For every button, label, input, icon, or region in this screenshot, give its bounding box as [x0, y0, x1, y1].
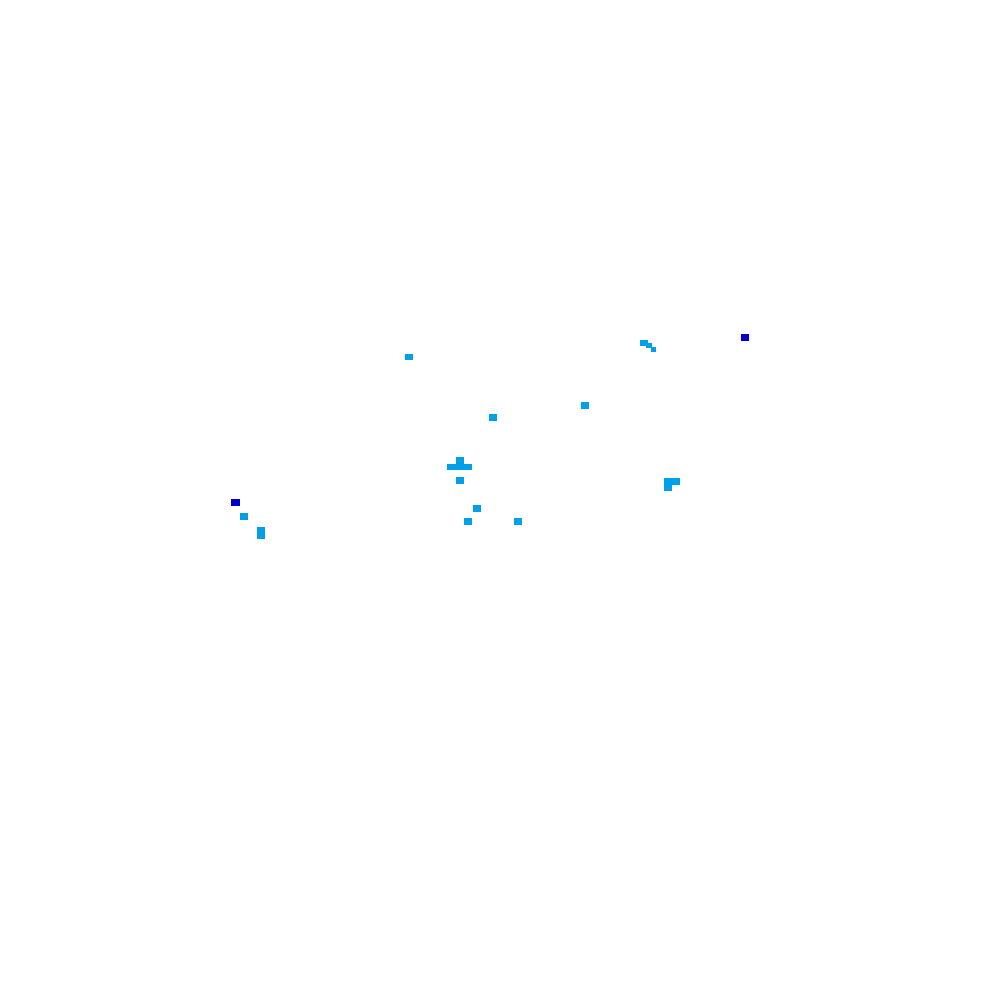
map-features-layer: [231, 334, 749, 539]
map-feature-cell: [240, 513, 248, 520]
map-feature-light: [489, 414, 497, 421]
map-feature-light: [514, 518, 522, 525]
map-feature-cell: [514, 518, 522, 525]
map-feature-cell: [741, 334, 749, 341]
map-feature-cell: [640, 340, 648, 346]
map-feature-dark: [741, 334, 749, 341]
map-feature-light: [456, 477, 464, 484]
map-feature-cell: [447, 464, 472, 470]
map-feature-cell: [646, 343, 652, 348]
map-feature-light: [581, 402, 589, 409]
map-feature-light: [473, 505, 481, 512]
map-feature-cell: [456, 457, 464, 464]
map-feature-dark: [231, 499, 240, 506]
map-feature-light: [257, 533, 265, 539]
map-feature-cell: [489, 414, 497, 421]
map-feature-cell: [664, 484, 672, 491]
map-feature-cell: [464, 518, 472, 525]
map-feature-cell: [473, 505, 481, 512]
map-feature-light: [464, 518, 472, 525]
map-feature-light: [640, 340, 656, 352]
map-feature-cell: [581, 402, 589, 409]
map-feature-cell: [664, 478, 680, 485]
map-feature-light: [447, 457, 472, 470]
map-feature-light: [240, 513, 248, 520]
map-feature-cell: [456, 477, 464, 484]
map-feature-cell: [651, 347, 656, 352]
map-feature-cell: [231, 499, 240, 506]
map-feature-light: [664, 478, 680, 491]
map-feature-cell: [257, 533, 265, 539]
map-feature-light: [257, 527, 265, 534]
map-feature-light: [405, 354, 413, 360]
map-feature-cell: [405, 354, 413, 360]
map-feature-cell: [257, 527, 265, 534]
